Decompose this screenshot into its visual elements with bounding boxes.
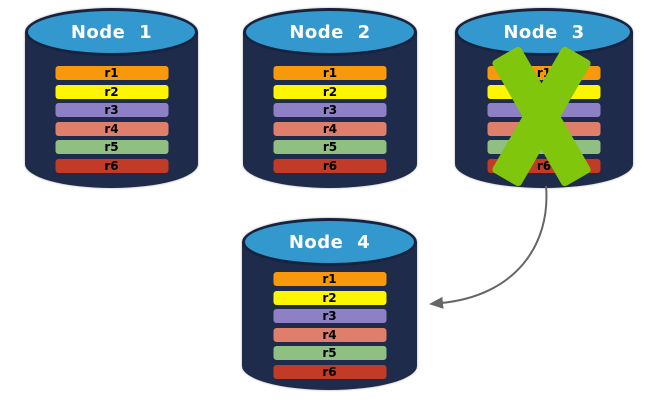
record-r4: r4 [55, 121, 168, 136]
record-r2: r2 [273, 84, 387, 99]
record-r2: r2 [55, 84, 168, 99]
record-r6: r6 [273, 364, 386, 379]
record-r1: r1 [273, 66, 387, 80]
failure-x-mark [455, 8, 633, 188]
node-2-cylinder-top: Node 2 [243, 8, 417, 56]
node-1: Node 1 r1 r2 r3 r4 r5 r6 [25, 8, 198, 188]
node-2-record-list: r1 r2 r3 r4 r5 r6 [273, 66, 387, 173]
record-r1: r1 [55, 66, 168, 80]
record-r3: r3 [55, 103, 168, 118]
node-2: Node 2 r1 r2 r3 r4 r5 r6 [243, 8, 417, 188]
record-r2: r2 [273, 290, 386, 305]
node-1-record-list: r1 r2 r3 r4 r5 r6 [55, 66, 168, 173]
record-r1: r1 [273, 272, 386, 286]
failover-arrow-path [429, 185, 548, 309]
record-r6: r6 [273, 158, 387, 173]
node-2-title: Node 2 [289, 21, 371, 43]
node-4-record-list: r1 r2 r3 r4 r5 r6 [273, 272, 386, 379]
node-4-cylinder-top: Node 4 [242, 218, 417, 266]
record-r5: r5 [273, 140, 387, 155]
record-r3: r3 [273, 309, 386, 324]
node-3-cylinder-top: Node 3 [455, 8, 633, 56]
record-r4: r4 [273, 121, 387, 136]
record-r5: r5 [273, 346, 386, 361]
node-3: Node 3 r1 r2 r3 r4 r5 r6 [455, 8, 633, 188]
record-r3: r3 [273, 103, 387, 118]
record-r5: r5 [55, 140, 168, 155]
node-1-title: Node 1 [70, 21, 153, 43]
node-3-title: Node 3 [503, 21, 585, 43]
node-1-cylinder-top: Node 1 [25, 8, 198, 56]
record-r4: r4 [273, 327, 386, 342]
record-r6: r6 [55, 158, 168, 173]
node-4-title: Node 4 [288, 231, 371, 253]
node-4: Node 4 r1 r2 r3 r4 r5 r6 [242, 218, 417, 390]
